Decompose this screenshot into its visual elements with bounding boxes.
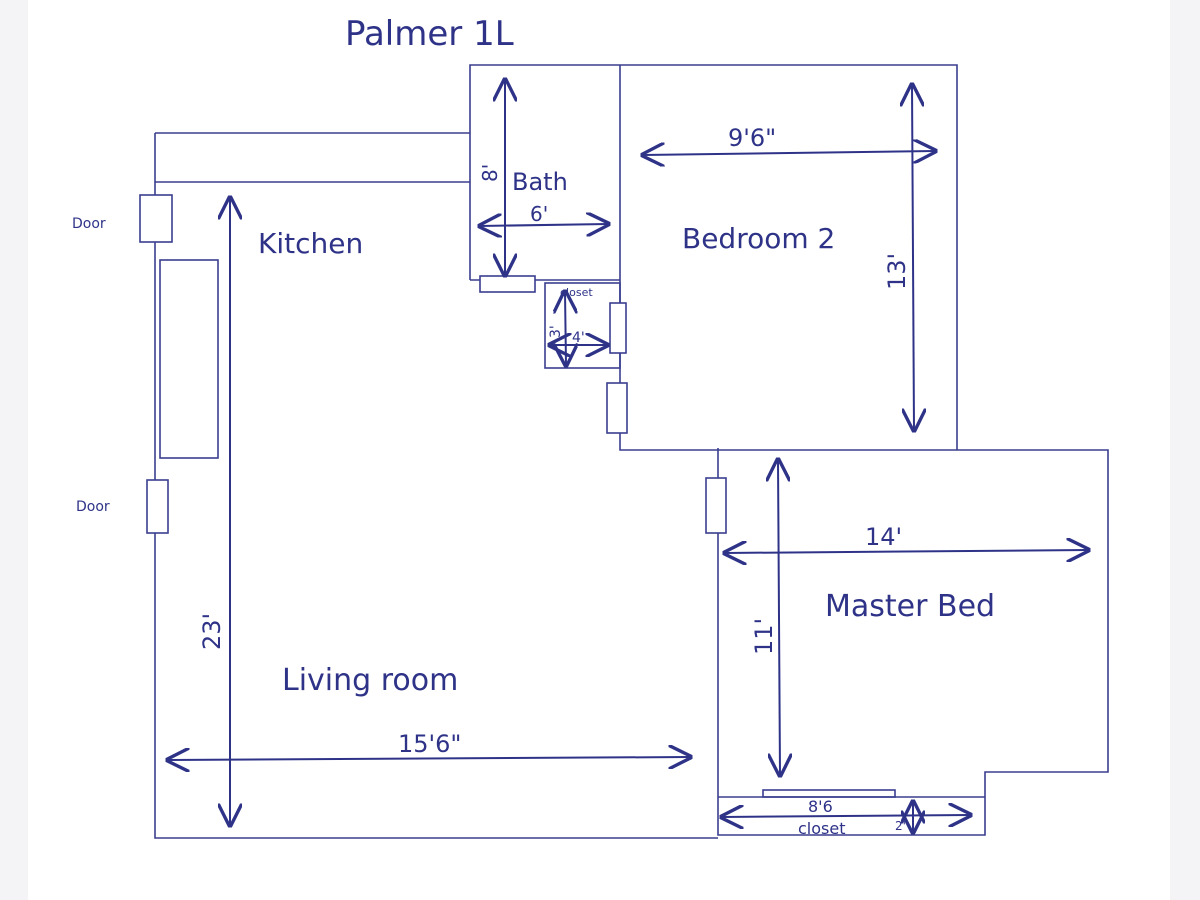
room-label-kitchen: Kitchen: [258, 227, 363, 260]
room-label-master: Master Bed: [825, 589, 995, 624]
dim-closet-width: 4': [572, 330, 585, 346]
dim-bedroom2-length: 13': [883, 253, 911, 290]
room-label-living: Living room: [282, 663, 458, 698]
door-label-top: Door: [72, 216, 106, 232]
door-top: [139, 194, 173, 243]
bedroom2-door: [606, 382, 628, 434]
dim-bath-width: 6': [530, 202, 548, 226]
door-label-bottom: Door: [76, 499, 110, 515]
dim-master-width: 14': [865, 523, 902, 551]
door-bottom: [146, 479, 169, 534]
dim-master-closet-width: 8'6: [808, 797, 833, 816]
plan-title: Palmer 1L: [345, 14, 514, 54]
dim-living-length: 23': [198, 613, 226, 650]
dim-bath-length: 8': [478, 164, 502, 182]
master-door: [705, 477, 727, 534]
room-label-bath: Bath: [512, 168, 568, 196]
kitchen-counter: [159, 259, 219, 459]
dim-master-closet-depth: 2': [895, 819, 906, 833]
dim-master-length: 11': [750, 618, 778, 655]
room-label-master-closet: closet: [798, 819, 845, 838]
room-label-bedroom2: Bedroom 2: [682, 222, 835, 255]
doors: [139, 194, 727, 534]
closet-door: [609, 302, 627, 354]
dim-closet-length: 3': [548, 325, 564, 338]
dim-living-width: 15'6": [398, 730, 461, 758]
dimension-arrows: [168, 80, 1088, 832]
walls: [154, 64, 1109, 839]
bath-door: [479, 275, 536, 293]
room-label-closet: closet: [560, 286, 593, 299]
dim-bedroom2-width: 9'6": [728, 124, 776, 152]
